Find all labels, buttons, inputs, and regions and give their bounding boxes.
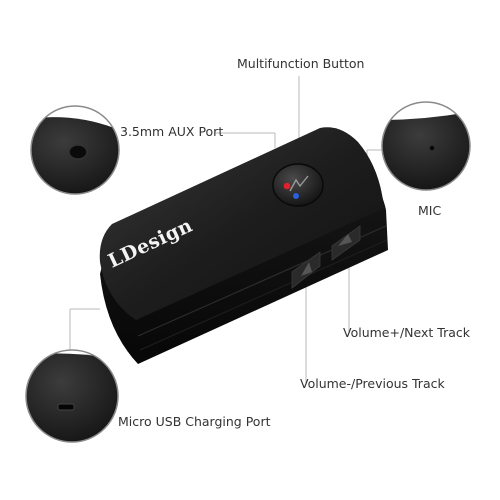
multifunction-button xyxy=(272,163,324,207)
aux-port-closeup xyxy=(30,105,120,195)
mic-closeup xyxy=(381,101,471,191)
usb-port-closeup xyxy=(25,349,119,443)
usb-port-label: Micro USB Charging Port xyxy=(118,414,271,429)
multifunction-button-label: Multifunction Button xyxy=(237,56,365,71)
led-red-icon xyxy=(283,182,291,190)
aux-port-label: 3.5mm AUX Port xyxy=(120,124,224,139)
mic-label: MIC xyxy=(418,203,442,218)
led-blue-icon xyxy=(293,193,299,199)
volume-up-label: Volume+/Next Track xyxy=(343,325,470,340)
volume-down-label: Volume-/Previous Track xyxy=(300,376,445,391)
